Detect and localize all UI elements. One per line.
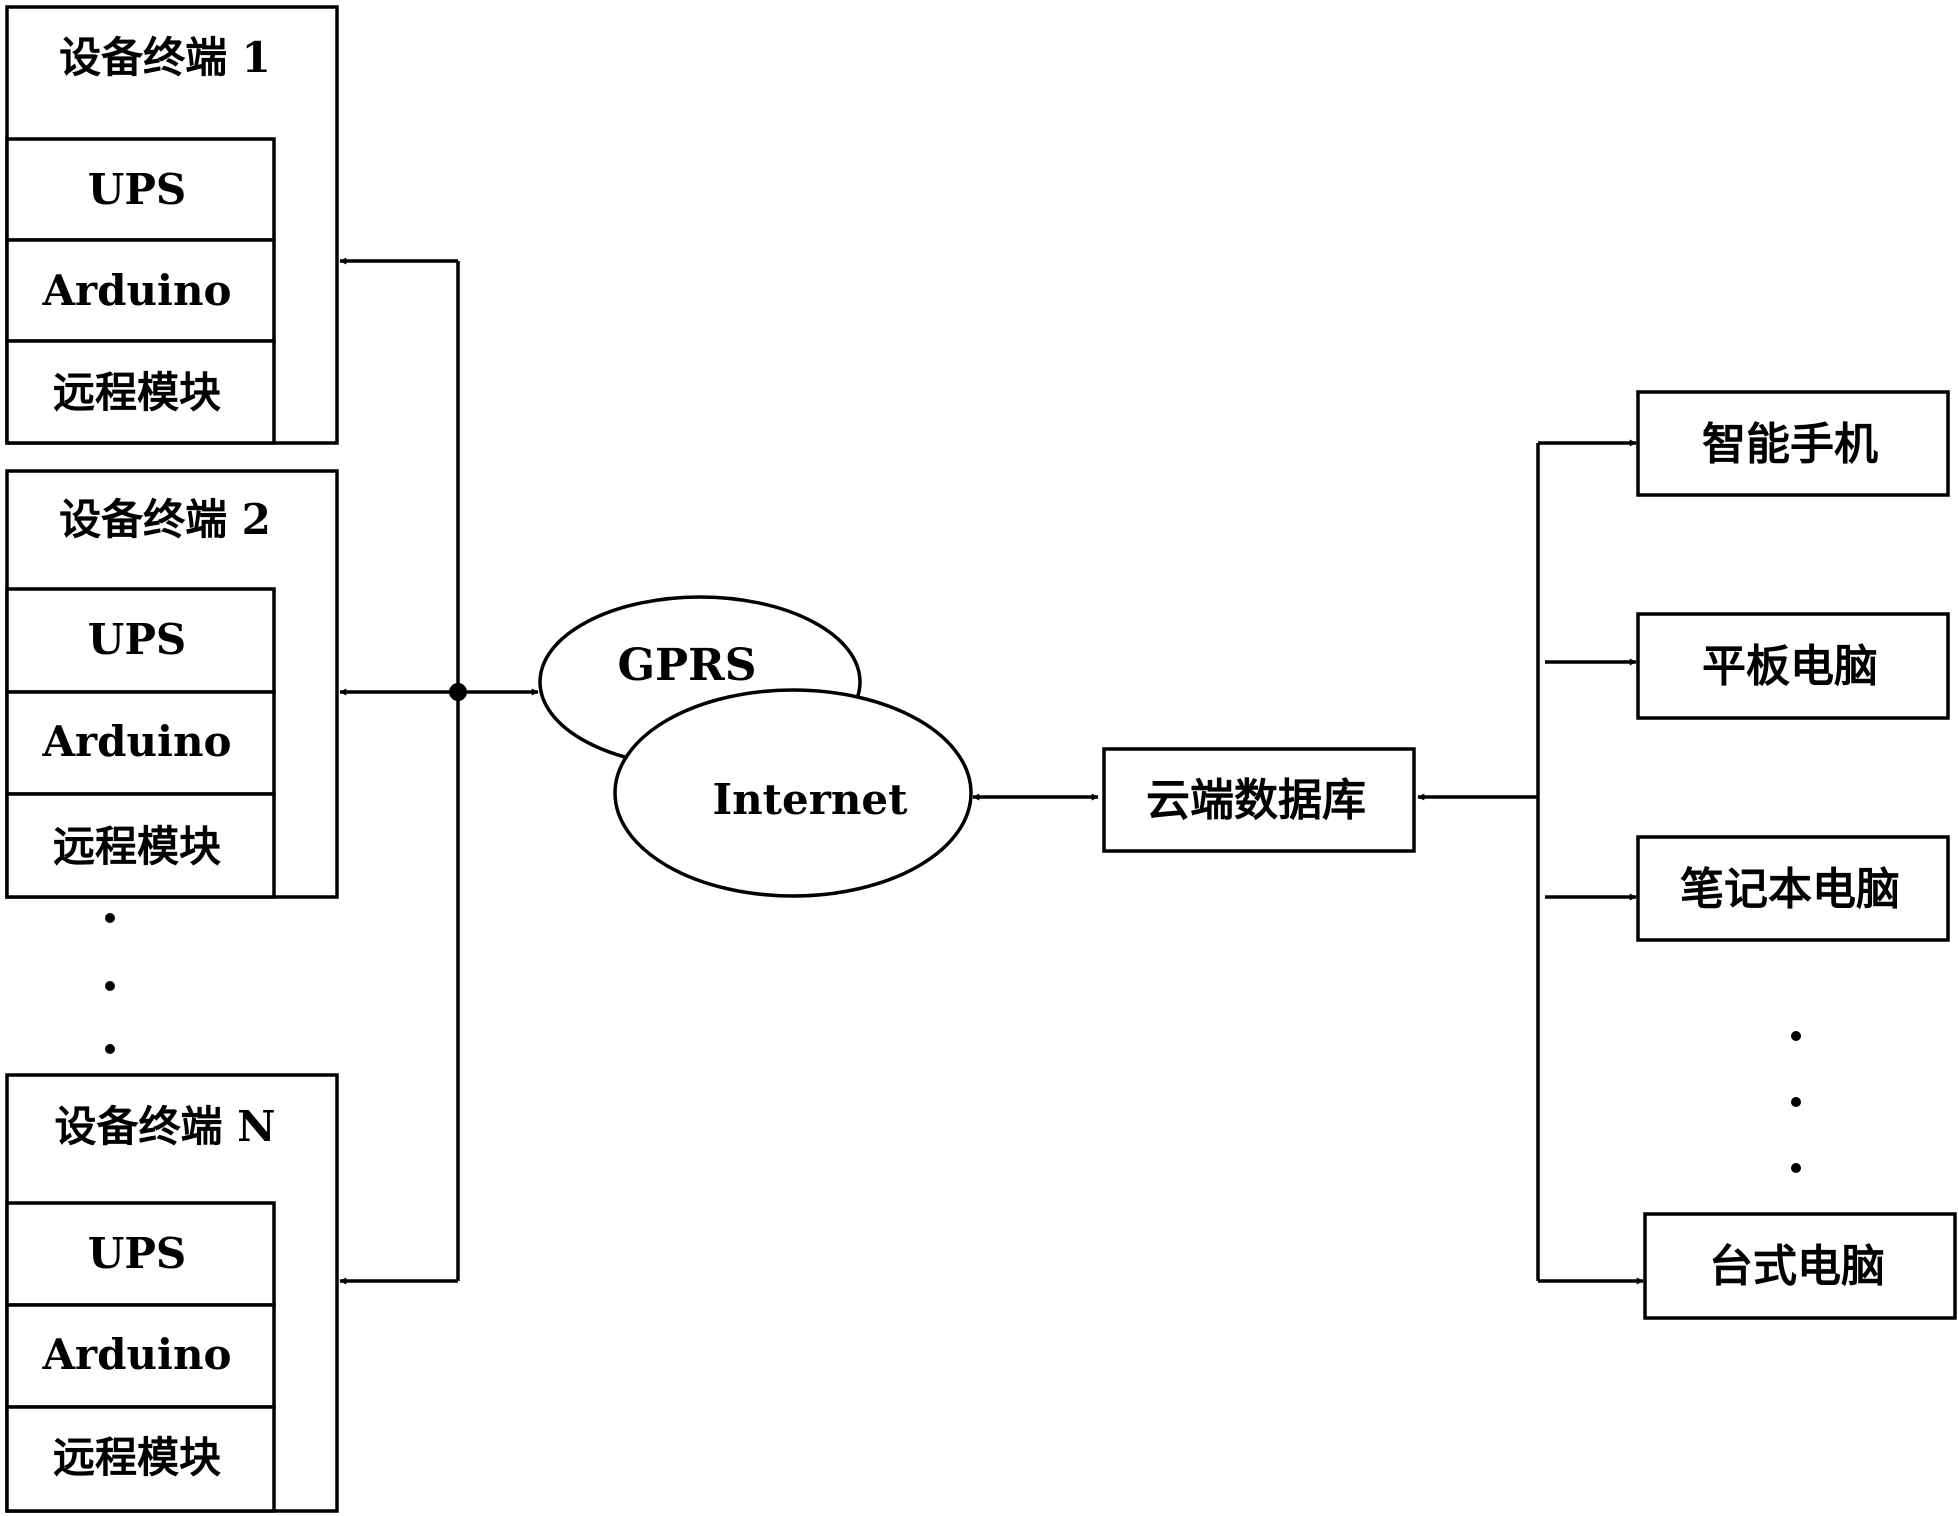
terminal-n-arduino-box [5,1303,276,1409]
terminal-1-ups-box [5,137,276,242]
client-desktop: 台式电脑 [1643,1212,1957,1320]
smartphone-box [1636,390,1950,497]
terminal-ellipsis [105,913,115,1054]
client-smartphone: 智能手机 [1636,390,1950,497]
gprs-label: GPRS [617,640,756,691]
terminal-n-remote-module-box [5,1405,276,1513]
terminal-2-remote-module-box [5,792,276,899]
ellipsis-dot [1791,1163,1801,1173]
terminal-2-title: 设备终端 2 [59,495,271,544]
terminal-n-title: 设备终端 N [54,1102,275,1151]
terminal-n-ups-label: UPS [88,1229,187,1278]
terminal-2-remote-module-label: 远程模块 [53,822,221,871]
laptop-label: 笔记本电脑 [1680,864,1900,915]
client-laptop: 笔记本电脑 [1636,835,1950,942]
cloud-database: 云端数据库 [1102,747,1416,853]
terminal-2-ups-label: UPS [88,615,187,664]
terminal-2-ups-box [5,587,276,694]
cloud-database-label: 云端数据库 [1146,775,1366,826]
smartphone-label: 智能手机 [1702,419,1878,470]
cloud-database-box [1102,747,1416,853]
terminal-1-title: 设备终端 1 [59,33,271,82]
internet-ellipse [613,688,973,898]
terminal-bus [339,257,539,1285]
ellipsis-dot [1791,1097,1801,1107]
terminal-2-arduino-label: Arduino [41,717,231,766]
terminal-n-ups-box [5,1201,276,1307]
internet-label: Internet [712,775,908,824]
tablet-label: 平板电脑 [1702,641,1878,692]
terminal-1-remote-module-label: 远程模块 [53,368,221,417]
terminal-1-ups-label: UPS [88,165,187,214]
device-terminal-n: 设备终端 N UPS Arduino 远程模块 [5,1073,339,1513]
ellipsis-dot [1791,1031,1801,1041]
client-bus [1417,439,1644,1285]
device-terminal-1: 设备终端 1 UPS Arduino 远程模块 [5,5,339,445]
ellipsis-dot [105,1044,115,1054]
desktop-label: 台式电脑 [1709,1241,1885,1292]
client-ellipsis [1791,1031,1801,1173]
laptop-box [1636,835,1950,942]
terminal-1-remote-module-box [5,339,276,445]
terminal-n-arduino-label: Arduino [41,1330,231,1379]
desktop-box [1643,1212,1957,1320]
network-group: GPRS Internet [538,595,973,898]
bus-junction-dot [449,683,467,701]
ellipsis-dot [105,913,115,923]
terminal-n-remote-module-label: 远程模块 [53,1433,221,1482]
client-tablet: 平板电脑 [1636,612,1950,720]
ellipsis-dot [105,981,115,991]
device-terminal-2: 设备终端 2 UPS Arduino 远程模块 [5,469,339,899]
tablet-box [1636,612,1950,720]
terminal-1-arduino-label: Arduino [41,266,231,315]
